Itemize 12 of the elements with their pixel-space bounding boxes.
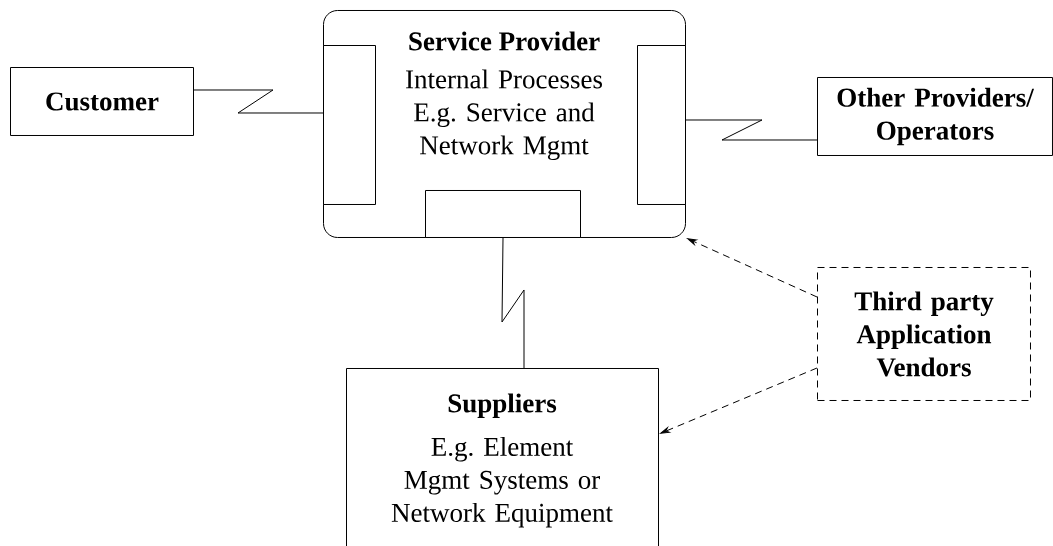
- interface-box: [425, 190, 581, 238]
- arrow: [660, 367, 818, 434]
- interface-box: [637, 45, 686, 205]
- process-box: Third party Application Vendors: [817, 267, 1031, 401]
- connector-line: [501, 237, 525, 369]
- process-box: Other Providers/ Operators: [817, 77, 1053, 156]
- process-box: Customer: [10, 67, 194, 136]
- connector-line: [193, 89, 324, 114]
- arrow: [687, 238, 818, 298]
- interface-box: [323, 45, 376, 205]
- connector-line: [685, 119, 818, 141]
- process-box: Suppliers E.g. Element Mgmt Systems or Network Equipment: [346, 368, 659, 546]
